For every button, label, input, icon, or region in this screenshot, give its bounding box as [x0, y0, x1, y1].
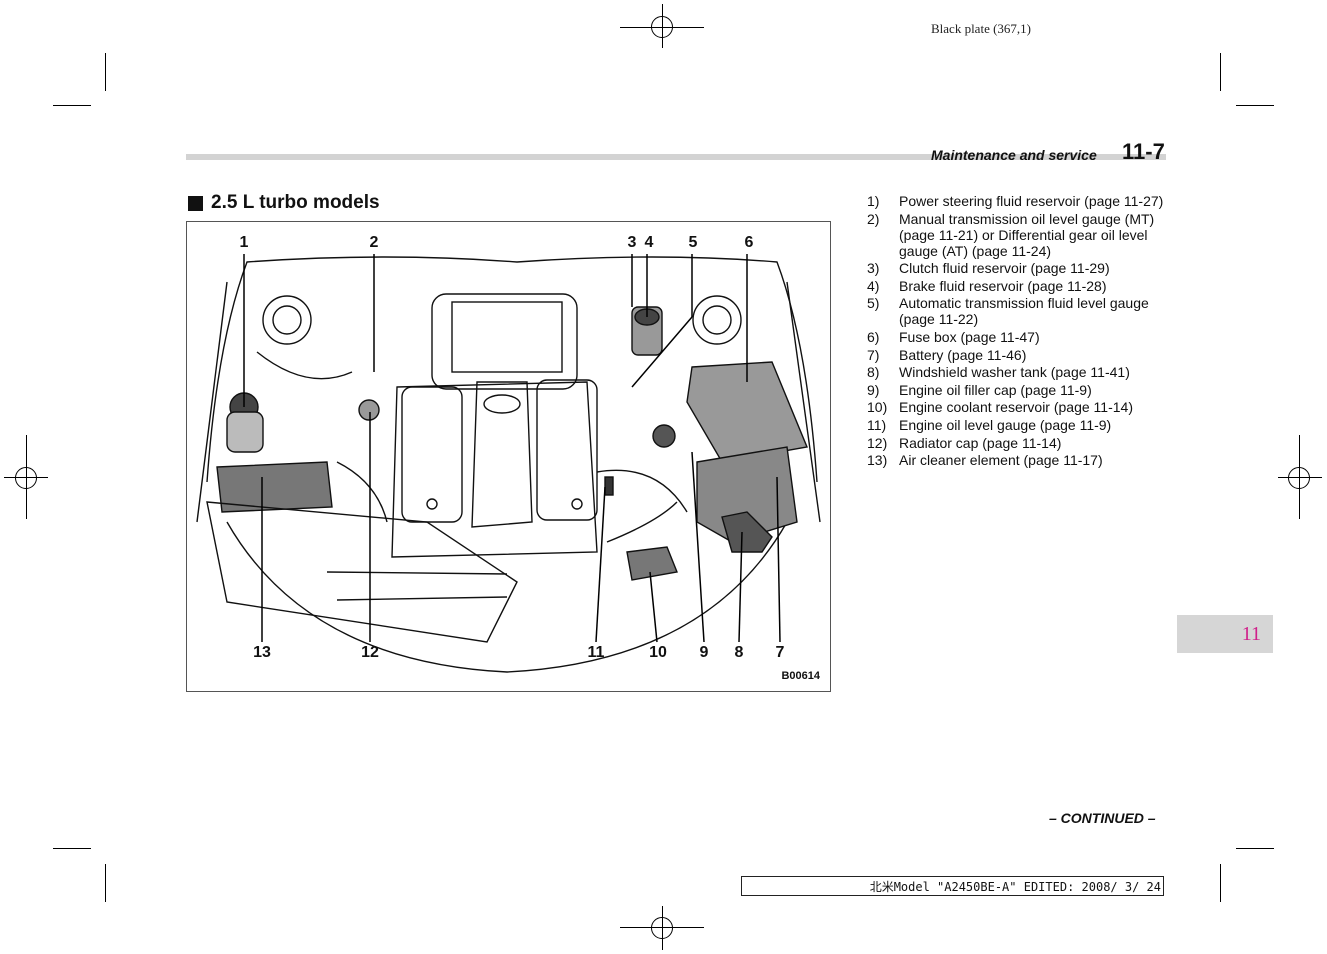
legend-item: 13)Air cleaner element (page 11-17) [867, 452, 1103, 469]
legend-item: 7)Battery (page 11-46) [867, 346, 1027, 363]
callout-13: 13 [253, 644, 271, 661]
legend-item: 4)Brake fluid reservoir (page 11-28) [867, 277, 1107, 294]
engine-drawing [196, 254, 821, 673]
page-number: 11-7 [1122, 139, 1165, 164]
legend-item: 8)Windshield washer tank (page 11-41) [867, 364, 1130, 381]
callout-8: 8 [734, 644, 744, 661]
crop-mark [1236, 105, 1274, 106]
callout-1: 1 [239, 234, 249, 251]
crop-mark [53, 848, 91, 849]
callout-4: 4 [644, 234, 654, 251]
legend-item: 1)Power steering fluid reservoir (page 1… [867, 193, 1164, 209]
engine-compartment-figure: 1 2 3 4 5 6 13 12 11 10 9 8 7 B00614 [186, 221, 831, 692]
legend-item: 2)Manual transmission oil level gauge (M… [867, 210, 1155, 259]
crop-mark [1220, 864, 1221, 902]
legend-list: 1)Power steering fluid reservoir (page 1… [867, 193, 1167, 470]
registration-circle [15, 467, 37, 489]
legend-item: 9)Engine oil filler cap (page 11-9) [867, 381, 1092, 398]
legend-item: 5)Automatic transmission fluid level gau… [867, 295, 1149, 328]
registration-circle [651, 917, 673, 939]
registration-circle [1288, 467, 1310, 489]
crop-mark [53, 105, 91, 106]
legend-item: 6)Fuse box (page 11-47) [867, 328, 1040, 345]
registration-circle [651, 16, 673, 38]
section-heading: 2.5 L turbo models [188, 192, 380, 214]
legend-item: 3)Clutch fluid reservoir (page 11-29) [867, 260, 1110, 277]
callout-7: 7 [775, 644, 785, 661]
crop-mark [1236, 848, 1274, 849]
callout-2: 2 [369, 234, 379, 251]
legend-item: 11)Engine oil level gauge (page 11-9) [867, 416, 1112, 433]
crop-mark [1220, 53, 1221, 91]
callout-6: 6 [744, 234, 754, 251]
callout-9: 9 [699, 644, 709, 661]
legend-item: 10)Engine coolant reservoir (page 11-14) [867, 399, 1133, 416]
callout-12: 12 [361, 644, 379, 661]
running-header-title: Maintenance and service [931, 147, 1097, 163]
callout-11: 11 [587, 644, 605, 661]
callout-3: 3 [627, 234, 637, 251]
square-bullet-icon [188, 195, 203, 211]
crop-mark [105, 864, 106, 902]
figure-code: B00614 [781, 670, 820, 682]
crop-mark [105, 53, 106, 91]
callout-5: 5 [688, 234, 698, 251]
footer-box: 北米Model "A2450BE-A" EDITED: 2008/ 3/ 24 [741, 876, 1164, 896]
plate-label: Black plate (367,1) [931, 21, 1031, 36]
section-heading-text: 2.5 L turbo models [211, 192, 380, 213]
continued-label: – CONTINUED – [1049, 810, 1156, 826]
chapter-tab-number: 11 [1241, 623, 1261, 645]
chapter-tab: 11 [1177, 615, 1273, 653]
legend-item: 12)Radiator cap (page 11-14) [867, 434, 1062, 451]
header-bar [186, 154, 1166, 160]
callout-10: 10 [649, 644, 667, 661]
